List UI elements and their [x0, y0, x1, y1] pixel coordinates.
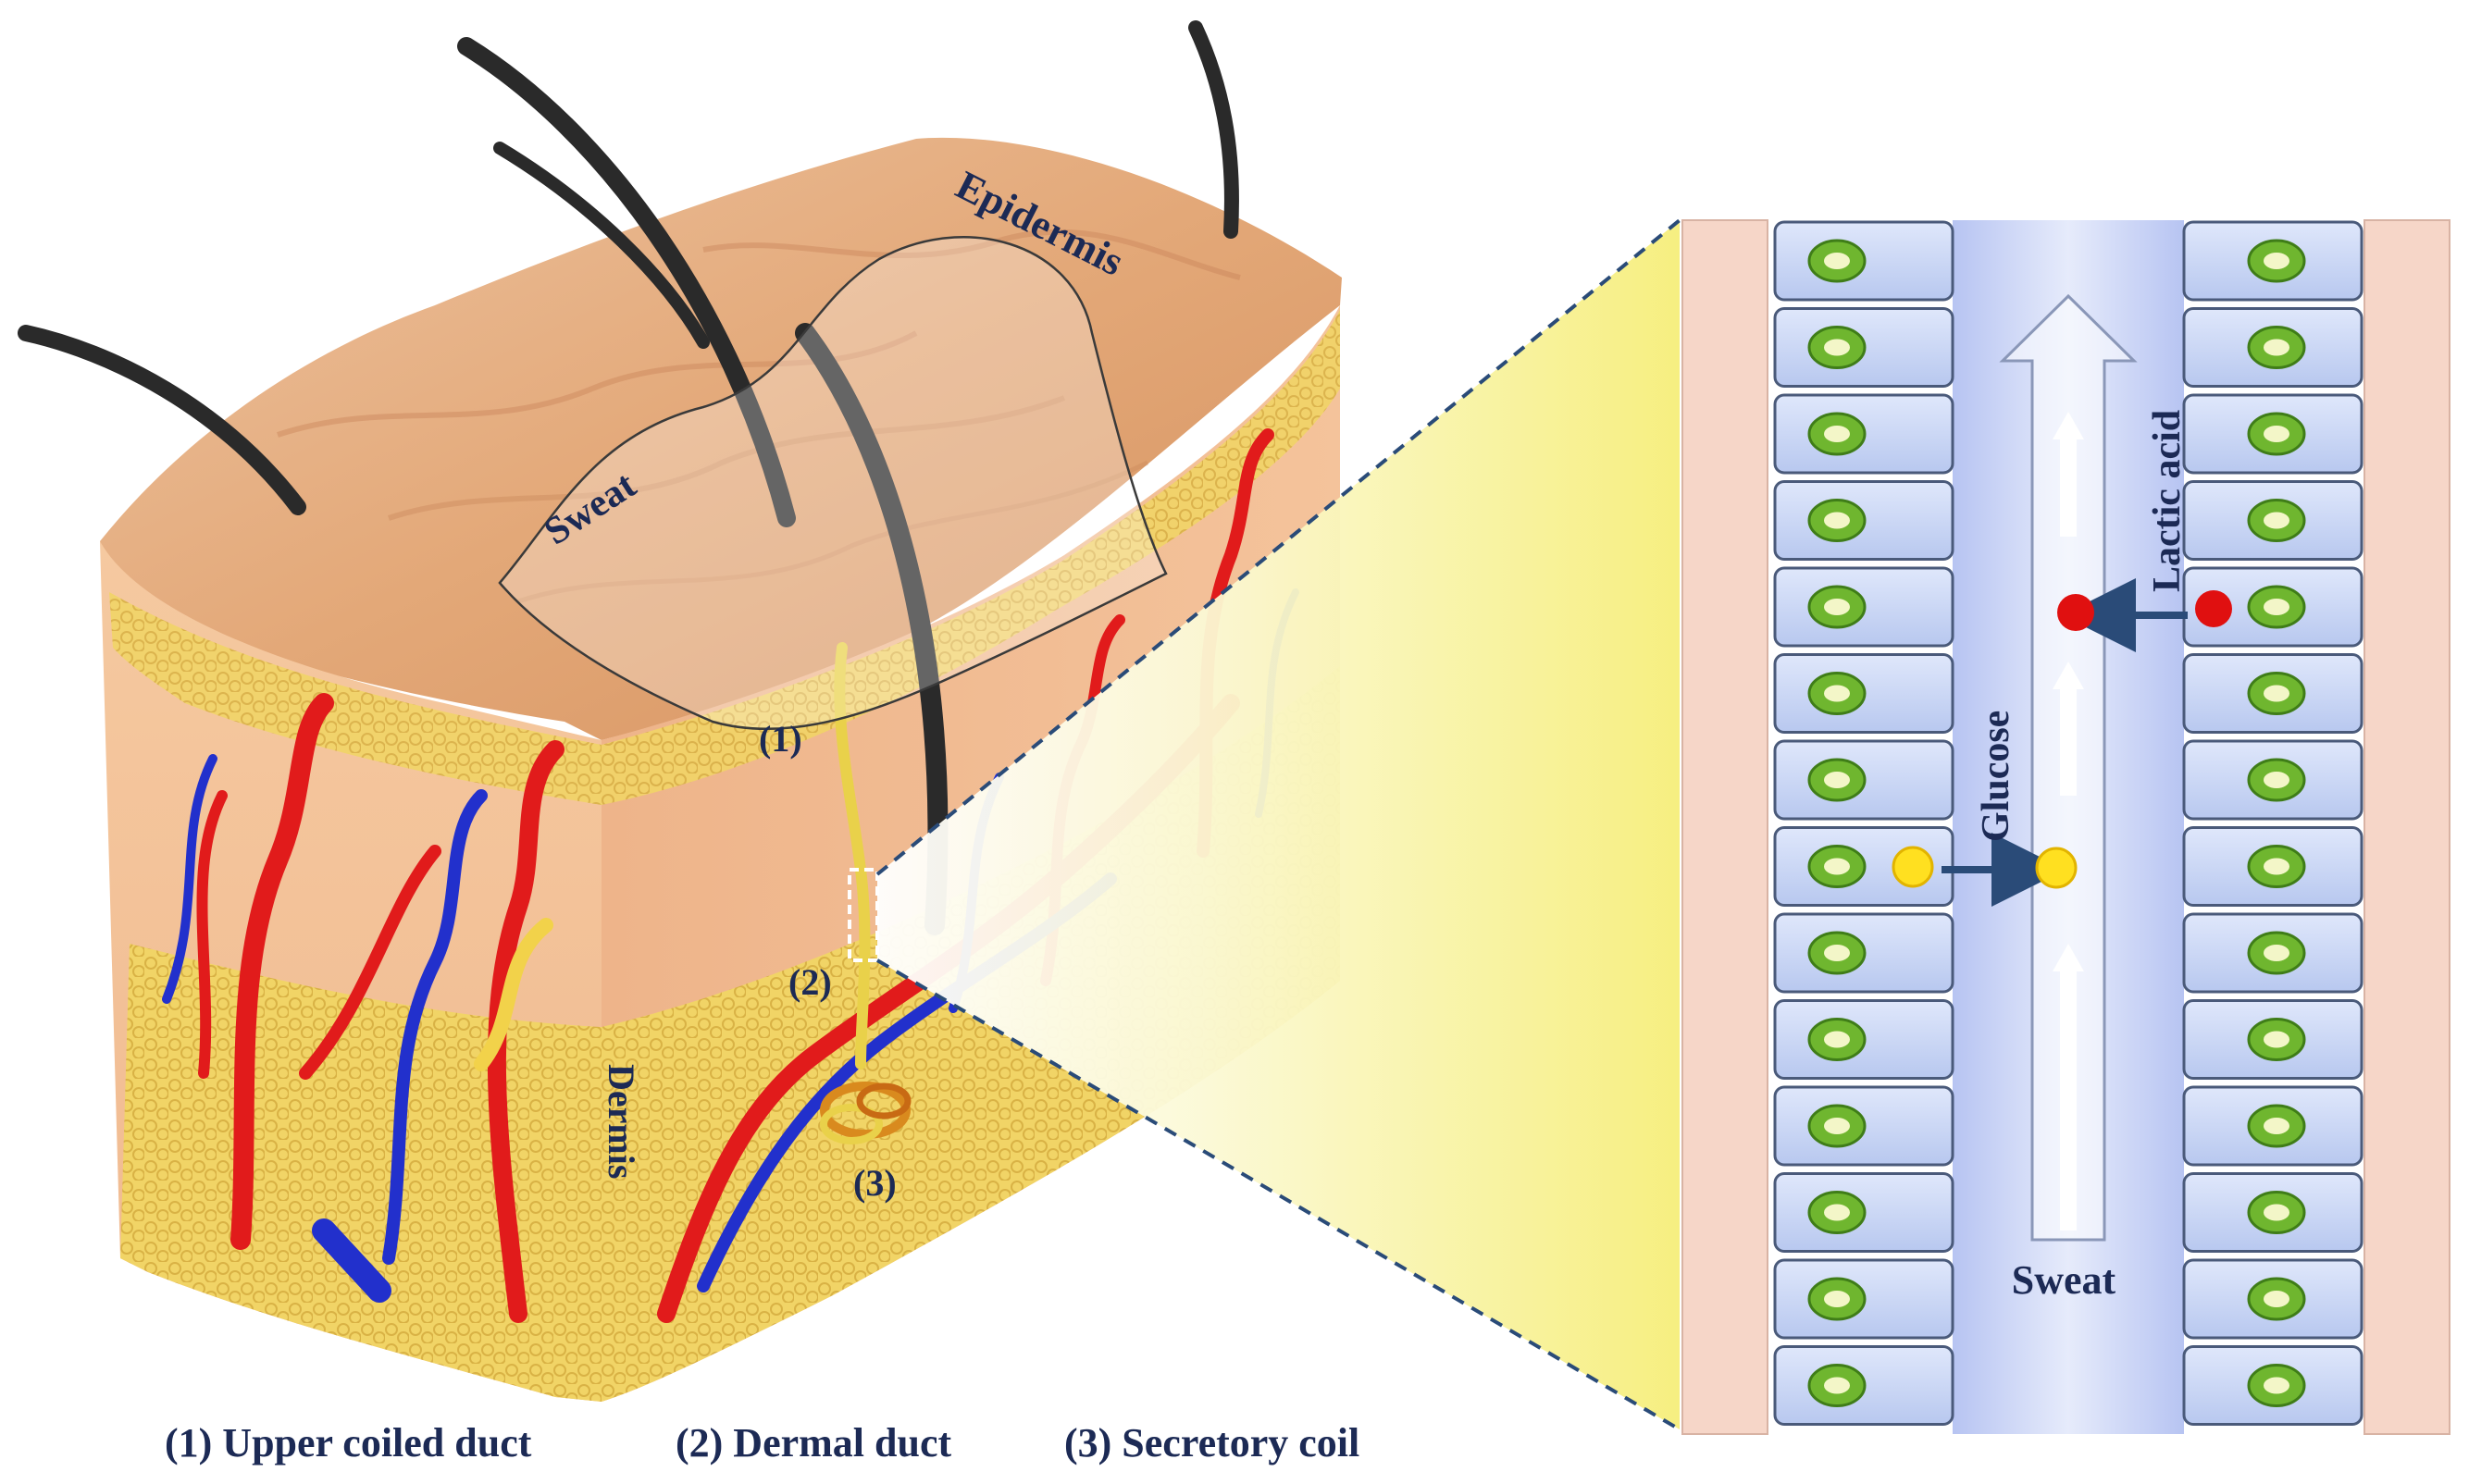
caption-dermal-duct: (2) Dermal duct	[676, 1420, 951, 1465]
nucleolus	[2264, 858, 2289, 875]
nucleolus	[2264, 1031, 2289, 1048]
nucleolus	[1824, 426, 1850, 442]
duct-sweat-label: Sweat	[2012, 1257, 2116, 1303]
glucose-molecule-duct	[2035, 847, 2078, 889]
lactate-molecule-duct	[2057, 594, 2094, 631]
tissue-band-right	[2364, 219, 2450, 1435]
hair	[1188, 20, 1239, 239]
lactic-acid-label: Lactic acid	[2146, 410, 2189, 592]
caption-upper-coiled-duct: (1) Upper coiled duct	[165, 1420, 532, 1465]
hair	[18, 325, 306, 515]
nucleolus	[1824, 685, 1850, 702]
caption-secretory-coil: (3) Secretory coil	[1064, 1420, 1359, 1465]
nucleolus	[2264, 1291, 2289, 1307]
nucleolus	[2264, 772, 2289, 788]
hair	[795, 323, 949, 935]
nucleolus	[1824, 945, 1850, 961]
duct-cross-section	[1681, 219, 2450, 1435]
nucleolus	[2264, 1377, 2289, 1394]
nucleolus	[1824, 858, 1850, 875]
nucleolus	[2264, 512, 2289, 529]
epidermis-surface	[100, 137, 1342, 741]
nucleolus	[2264, 253, 2289, 269]
nucleolus	[1824, 1377, 1850, 1394]
nucleolus	[2264, 685, 2289, 702]
nucleolus	[2264, 599, 2289, 615]
sweat-film	[498, 236, 1168, 731]
zoom-beam	[877, 220, 1680, 1429]
epithelial-cells-right	[2182, 220, 2364, 1426]
nucleolus	[1824, 1031, 1850, 1048]
inner-flow-arrows	[2053, 412, 2084, 1230]
lactate-molecule-cell	[2195, 590, 2232, 627]
nucleolus	[2264, 1204, 2289, 1221]
nucleolus	[2264, 426, 2289, 442]
dermal-duct-marker: (2)	[788, 961, 832, 1003]
skin-block	[18, 20, 1342, 1402]
tissue-band-left	[1681, 219, 1768, 1435]
nucleolus	[2264, 1118, 2289, 1134]
glucose-label: Glucose	[1975, 711, 2017, 842]
nucleolus	[1824, 253, 1850, 269]
epithelial-cells-left	[1773, 220, 1954, 1426]
nucleolus	[1824, 339, 1850, 356]
dermis-label: Dermis	[601, 1064, 642, 1179]
nucleolus	[1824, 1291, 1850, 1307]
hair	[457, 37, 796, 527]
nucleolus	[2264, 339, 2289, 356]
nucleolus	[1824, 772, 1850, 788]
upper-coiled-duct-marker: (1)	[759, 718, 802, 760]
nucleolus	[1824, 599, 1850, 615]
nucleolus	[2264, 945, 2289, 961]
nucleolus	[1824, 1204, 1850, 1221]
hair	[493, 142, 710, 349]
glucose-molecule-cell	[1892, 846, 1934, 888]
secretory-coil-marker: (3)	[853, 1162, 897, 1204]
nucleolus	[1824, 512, 1850, 529]
nucleolus	[1824, 1118, 1850, 1134]
